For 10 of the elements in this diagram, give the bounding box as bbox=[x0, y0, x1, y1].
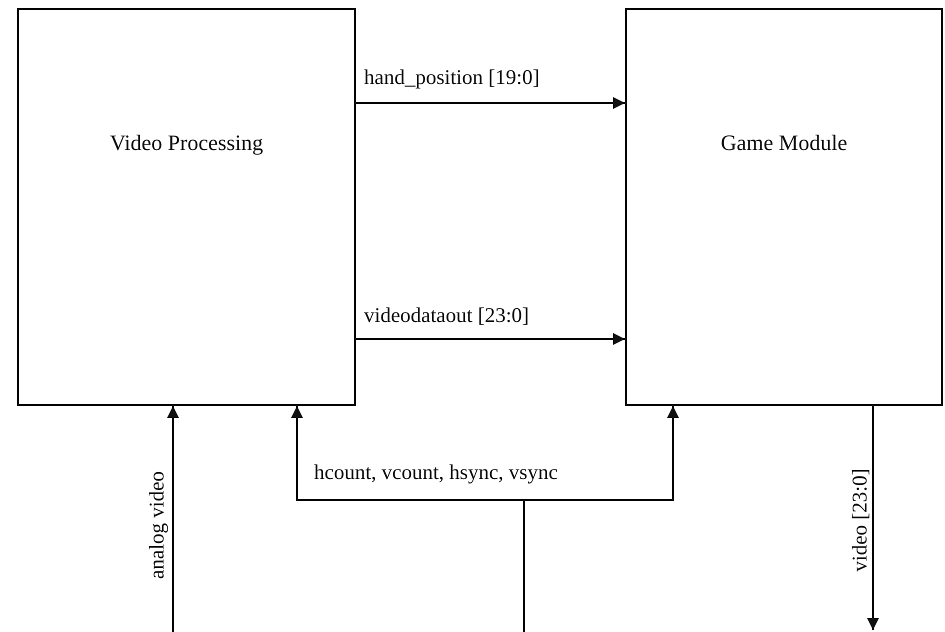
module-label: Game Module bbox=[720, 130, 848, 156]
signal-arrow bbox=[867, 406, 879, 630]
signal-arrow bbox=[356, 97, 625, 109]
module-label: Video Processing bbox=[108, 130, 264, 156]
signal-arrow bbox=[167, 406, 179, 632]
module-box bbox=[17, 8, 356, 406]
signal-arrow bbox=[523, 406, 679, 632]
signal-arrow bbox=[356, 333, 625, 345]
signal-label: hcount, vcount, hsync, vsync bbox=[312, 461, 560, 484]
module-box bbox=[625, 8, 943, 406]
